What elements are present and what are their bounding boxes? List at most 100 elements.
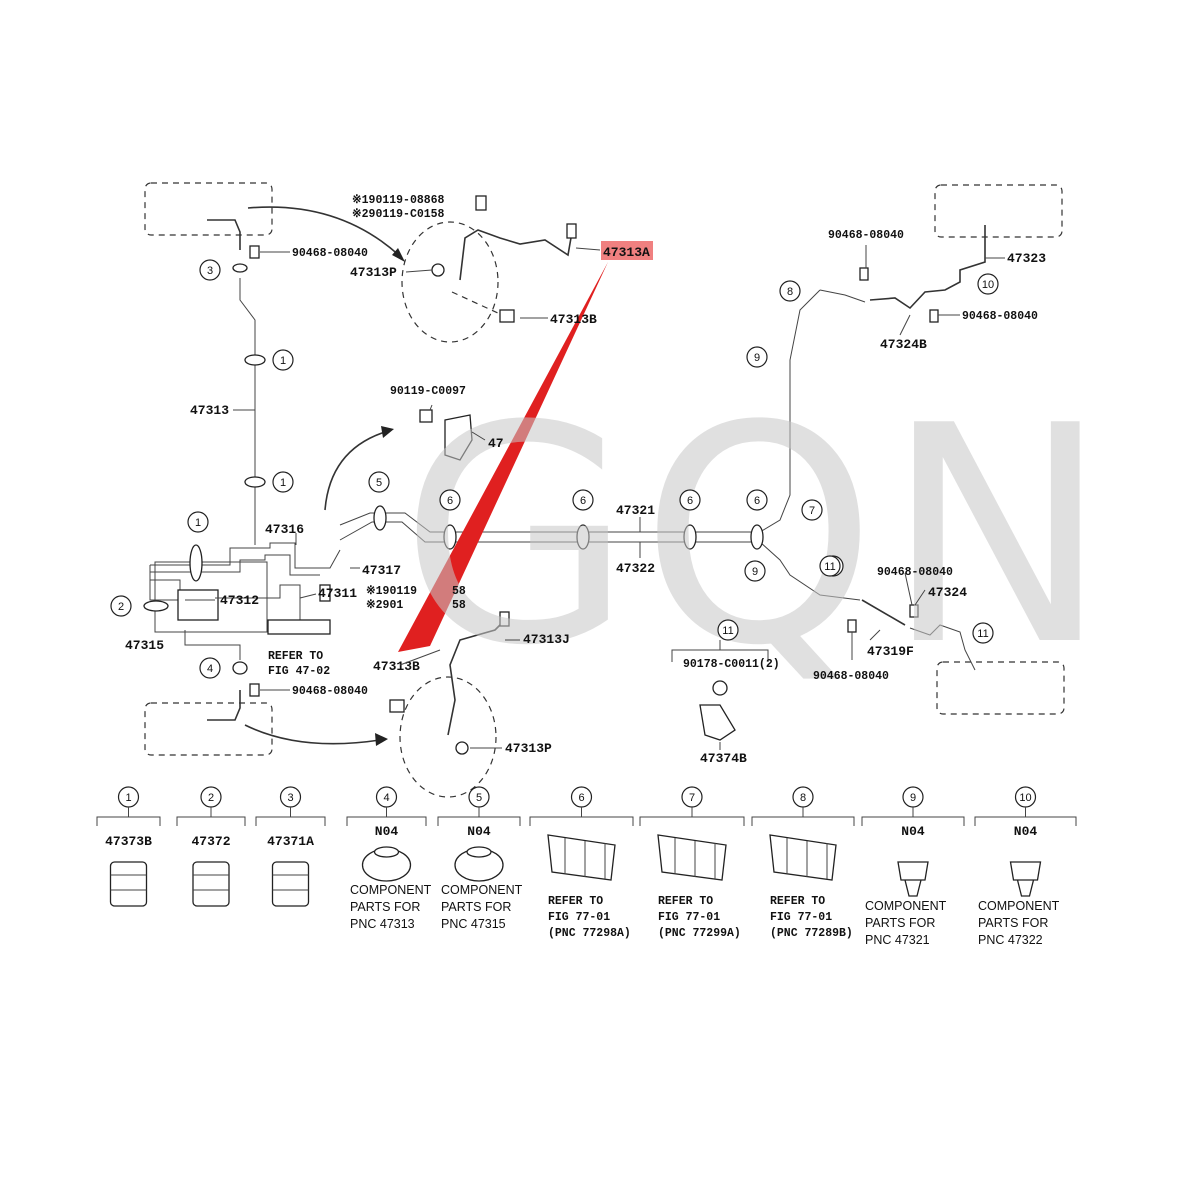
legend-holder-picture xyxy=(769,834,837,881)
wheel-area-front-left xyxy=(144,182,273,236)
banjo-47313P-top xyxy=(431,263,445,277)
legend-bracket xyxy=(861,807,965,826)
callout-6: 6 xyxy=(572,489,594,511)
legend-part-number: 47371A xyxy=(267,834,314,849)
callout-9: 9 xyxy=(746,346,768,368)
callout-7: 7 xyxy=(801,499,823,521)
legend-callout-number: 8 xyxy=(800,792,806,804)
legend-grommet-top xyxy=(373,846,400,858)
hose-47313A xyxy=(459,229,573,281)
legend-note-line: PNC 47313 xyxy=(350,917,415,931)
clip-90468-tr1 xyxy=(859,267,869,281)
label-47311: 47311 xyxy=(318,586,357,601)
arrow-curve-mid xyxy=(324,431,386,511)
clip-90468-tl xyxy=(249,245,260,259)
clip-90468-r1 xyxy=(909,604,919,618)
bolt-top xyxy=(475,195,487,211)
callout-number: 5 xyxy=(376,477,382,489)
label-90468-tr2: 90468-08040 xyxy=(962,310,1038,323)
callout-circle xyxy=(801,499,823,521)
legend-clip-picture xyxy=(192,861,230,907)
label-90468-bl: 90468-08040 xyxy=(292,685,368,698)
callout-circle xyxy=(272,349,294,371)
legend-note-line: PNC 47321 xyxy=(865,933,930,947)
legend-callout-number: 7 xyxy=(689,792,695,804)
callout-number: 7 xyxy=(809,505,815,517)
wheel-area-rear-right xyxy=(936,661,1065,715)
legend-note-line: REFER TO xyxy=(548,895,603,908)
legend-holder-detail xyxy=(564,838,606,879)
wheel-area-front-right xyxy=(934,184,1063,238)
clip-ellipse-1b xyxy=(244,476,266,488)
clip-90468-bl xyxy=(249,683,260,697)
clip-ellipse-6c xyxy=(576,524,590,550)
legend-push-clip-picture xyxy=(1009,861,1042,897)
legend-code: N04 xyxy=(467,824,491,839)
label-47313A: 47313A xyxy=(603,245,650,260)
watermark: GQN xyxy=(400,362,1117,711)
legend-clip-detail xyxy=(272,874,309,891)
label-47323: 47323 xyxy=(1007,251,1046,266)
abs-actuator xyxy=(177,589,219,621)
label-2901-mid: ※2901 xyxy=(366,598,403,612)
label-47324: 47324 xyxy=(928,585,967,600)
legend-note-line: FIG 77-01 xyxy=(658,911,720,924)
callout-8: 8 xyxy=(779,280,801,302)
legend-bracket xyxy=(751,807,855,826)
callout-number: 6 xyxy=(687,495,693,507)
hose-47324B xyxy=(869,225,986,310)
fitting-47311 xyxy=(319,584,331,602)
legend-note-line: FIG 77-01 xyxy=(770,911,832,924)
clip-ellipse-6d xyxy=(683,524,697,550)
label-47374B: 47374B xyxy=(700,751,747,766)
clip-ellipse-3 xyxy=(143,600,169,612)
legend-holder-detail xyxy=(786,838,828,879)
legend-clip-picture xyxy=(109,861,148,907)
legend-callout-number: 1 xyxy=(125,792,131,804)
legend-note-line: COMPONENT xyxy=(350,883,432,897)
label-47322: 47322 xyxy=(616,561,655,576)
callout-circle xyxy=(746,346,768,368)
callout-number: 8 xyxy=(787,286,793,298)
label-90468-r2: 90468-08040 xyxy=(813,670,889,683)
legend-callout-number: 3 xyxy=(287,792,293,804)
label-47313: 47313 xyxy=(190,403,229,418)
arrow-curve-bottom xyxy=(244,724,381,745)
label-190119-mid: ※190119 xyxy=(366,584,417,598)
callout-circle xyxy=(744,560,766,582)
clip-ellipse-4 xyxy=(232,263,248,273)
legend-note-line: PARTS FOR xyxy=(350,900,420,914)
legend-bracket xyxy=(255,807,326,826)
callout-circle xyxy=(977,273,999,295)
pipe-rear-right-tail xyxy=(909,624,976,671)
legend-callout-number: 9 xyxy=(910,792,916,804)
callout-circle xyxy=(972,622,994,644)
callout-number: 9 xyxy=(752,566,758,578)
legend-note-line: PNC 47322 xyxy=(978,933,1043,947)
callout-number: 11 xyxy=(824,561,835,573)
callout-number: 2 xyxy=(118,601,124,613)
hose-front-left-stub xyxy=(207,219,241,250)
legend-callout-number: 5 xyxy=(476,792,482,804)
legend-note-line: FIG 77-01 xyxy=(548,911,610,924)
legend-holder-picture xyxy=(657,834,727,881)
callout-circle xyxy=(187,511,209,533)
label-47313J: 47313J xyxy=(523,632,570,647)
banjo-47313P-bottom xyxy=(455,741,469,755)
clip-ellipse-2 xyxy=(189,544,203,582)
arrow-head-bottom xyxy=(375,733,388,746)
label-90468-r1: 90468-08040 xyxy=(877,566,953,579)
callout-6: 6 xyxy=(746,489,768,511)
callout-circle xyxy=(272,471,294,493)
bolt-90119 xyxy=(419,409,433,423)
callout-circle xyxy=(572,489,594,511)
hose-47313J xyxy=(447,619,506,736)
legend-part-number: 47372 xyxy=(191,834,230,849)
label-47321: 47321 xyxy=(616,503,655,518)
label-47313B-top: 47313B xyxy=(550,312,597,327)
